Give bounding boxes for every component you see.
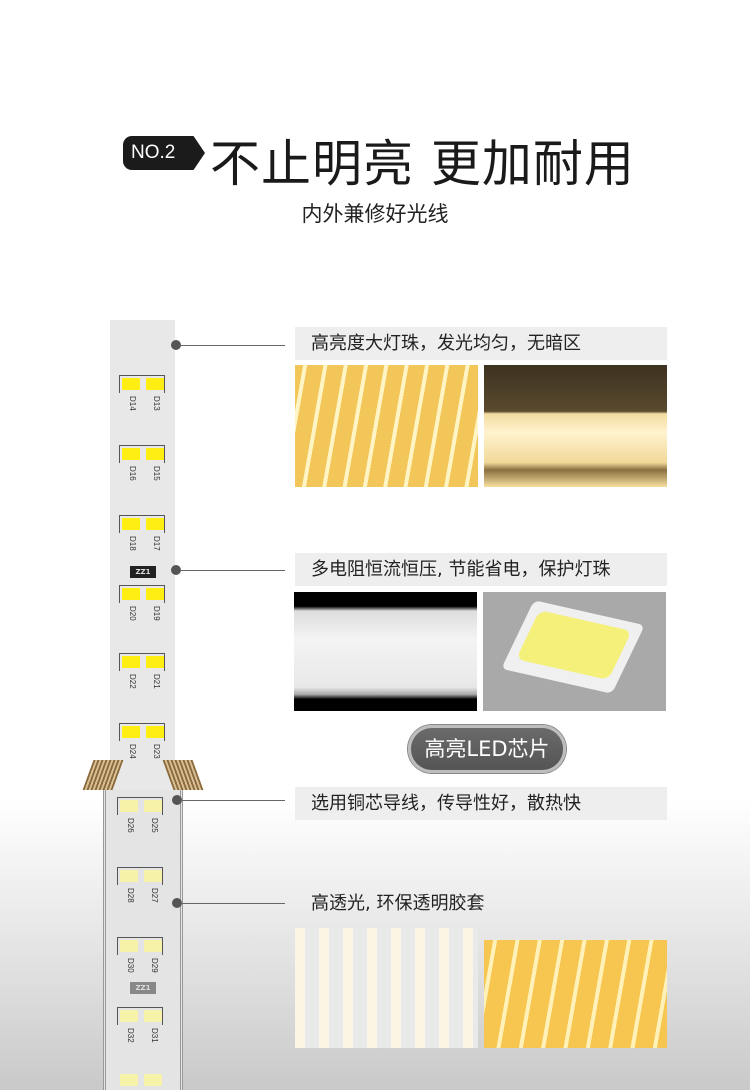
clear-sleeve-photo (295, 928, 478, 1048)
led-pair (117, 867, 163, 885)
led-chip (144, 1010, 162, 1022)
led-chip (122, 518, 140, 530)
callout-dot (172, 795, 182, 805)
led-chip (122, 588, 140, 600)
led-chip (146, 726, 164, 738)
callout-dot (171, 565, 181, 575)
led-label: D15 (152, 466, 161, 481)
led-label: D26 (126, 818, 135, 833)
warm-strip-closeup-photo (484, 365, 667, 487)
led-chip (122, 726, 140, 738)
resistor: ZZ1 (130, 566, 156, 578)
led-strip-sleeved (103, 790, 183, 1090)
led-pair (119, 515, 165, 533)
led-label: D30 (126, 958, 135, 973)
led-chip (144, 940, 162, 952)
led-label: D19 (152, 606, 161, 621)
led-chip (120, 870, 138, 882)
strip-resistor-photo (294, 592, 477, 711)
led-label: D17 (152, 536, 161, 551)
warm-sleeve-photo (484, 940, 667, 1048)
led-chip (122, 656, 140, 668)
led-chip (144, 1074, 162, 1086)
led-label: D25 (150, 818, 159, 833)
led-strip-bare (110, 320, 175, 790)
page-subtitle: 内外兼修好光线 (301, 202, 449, 226)
led-chip (146, 588, 164, 600)
led-pair (117, 937, 163, 955)
led-label: D14 (128, 396, 137, 411)
callout-dot (171, 340, 181, 350)
warm-strip-coil-photo (295, 365, 478, 487)
led-pair (117, 797, 163, 815)
led-chip (120, 1074, 138, 1086)
led-chip (120, 940, 138, 952)
section-number-badge: NO.2 (123, 136, 205, 170)
led-label: D24 (128, 744, 137, 759)
chip-body (501, 600, 645, 694)
feature-label-sleeve: 高透光, 环保透明胶套 (311, 893, 485, 914)
led-label: D27 (150, 888, 159, 903)
led-chip (122, 448, 140, 460)
led-pair (119, 445, 165, 463)
chip-phosphor (516, 610, 632, 680)
led-chip (120, 800, 138, 812)
led-pair (119, 653, 165, 671)
led-chip (122, 378, 140, 390)
led-label: D22 (128, 674, 137, 689)
led-label: D31 (150, 1028, 159, 1043)
led-label: D20 (128, 606, 137, 621)
led-label: D28 (126, 888, 135, 903)
led-chip (120, 1010, 138, 1022)
callout-dot (172, 898, 182, 908)
led-pair (119, 375, 165, 393)
led-label: D21 (152, 674, 161, 689)
resistor: ZZ1 (130, 982, 156, 994)
led-chip (146, 448, 164, 460)
callout-line (181, 903, 285, 904)
led-chip-photo (483, 592, 666, 711)
led-pair (119, 585, 165, 603)
led-label: D18 (128, 536, 137, 551)
led-label: D23 (152, 744, 161, 759)
led-label: D29 (150, 958, 159, 973)
led-chip (146, 378, 164, 390)
led-label: D16 (128, 466, 137, 481)
feature-label-bright-beads: 高亮度大灯珠，发光均匀，无暗区 (295, 327, 667, 360)
feature-label-resistors: 多电阻恒流恒压, 节能省电，保护灯珠 (295, 553, 667, 586)
feature-label-copper-wire: 选用铜芯导线，传导性好，散热快 (295, 787, 667, 820)
led-chip (146, 656, 164, 668)
led-chip (144, 800, 162, 812)
led-chip (146, 518, 164, 530)
led-chip-pill: 高亮LED芯片 (408, 725, 566, 773)
callout-line (180, 570, 285, 571)
led-chip (144, 870, 162, 882)
led-label: D13 (152, 396, 161, 411)
page-title: 不止明亮 更加耐用 (210, 135, 635, 193)
callout-line (180, 345, 285, 346)
led-label: D32 (126, 1028, 135, 1043)
led-pair (119, 723, 165, 741)
led-pair (117, 1007, 163, 1025)
callout-line (181, 800, 285, 801)
